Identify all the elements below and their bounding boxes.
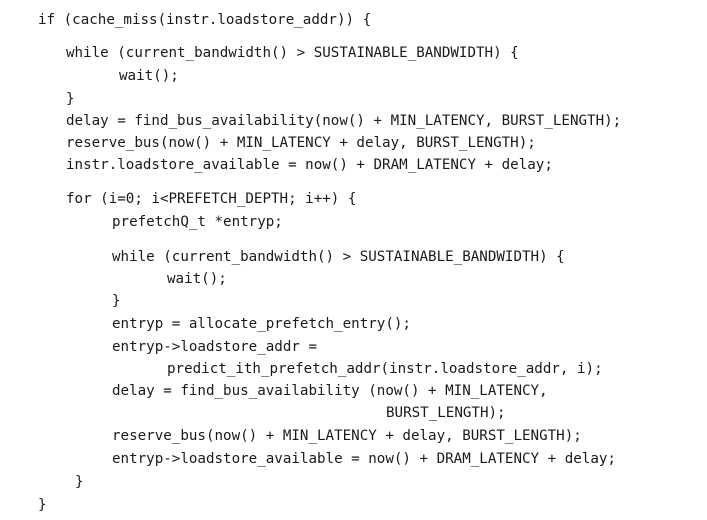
- code-line-if-cache-miss: if (cache_miss(instr.loadstore_addr)) {: [38, 12, 372, 28]
- code-line-delay: delay = find_bus_availability(now() + MI…: [66, 113, 622, 129]
- code-line-close-if: }: [38, 497, 47, 513]
- code-line-wait: wait();: [119, 68, 179, 84]
- code-line-entryp-addr: entryp->loadstore_addr =: [112, 339, 317, 355]
- code-line-reserve-bus-inner: reserve_bus(now() + MIN_LATENCY + delay,…: [112, 428, 582, 444]
- code-line-close-for: }: [75, 474, 84, 490]
- code-line-allocate-entry: entryp = allocate_prefetch_entry();: [112, 316, 411, 332]
- code-line-wait-inner: wait();: [167, 271, 227, 287]
- code-line-close-while-inner: }: [112, 293, 121, 309]
- code-line-entryp-decl: prefetchQ_t *entryp;: [112, 214, 283, 230]
- code-line-loadstore-available: instr.loadstore_available = now() + DRAM…: [66, 157, 553, 173]
- code-line-predict-addr: predict_ith_prefetch_addr(instr.loadstor…: [167, 361, 603, 377]
- code-line-while-bandwidth-inner: while (current_bandwidth() > SUSTAINABLE…: [112, 249, 565, 265]
- code-line-delay-inner: delay = find_bus_availability (now() + M…: [112, 383, 548, 399]
- code-line-burst-length: BURST_LENGTH);: [386, 405, 506, 421]
- code-line-close-while: }: [66, 91, 75, 107]
- code-line-while-bandwidth: while (current_bandwidth() > SUSTAINABLE…: [66, 45, 519, 61]
- code-line-entryp-available: entryp->loadstore_available = now() + DR…: [112, 451, 616, 467]
- code-line-reserve-bus: reserve_bus(now() + MIN_LATENCY + delay,…: [66, 135, 536, 151]
- code-line-for-loop: for (i=0; i<PREFETCH_DEPTH; i++) {: [66, 191, 357, 207]
